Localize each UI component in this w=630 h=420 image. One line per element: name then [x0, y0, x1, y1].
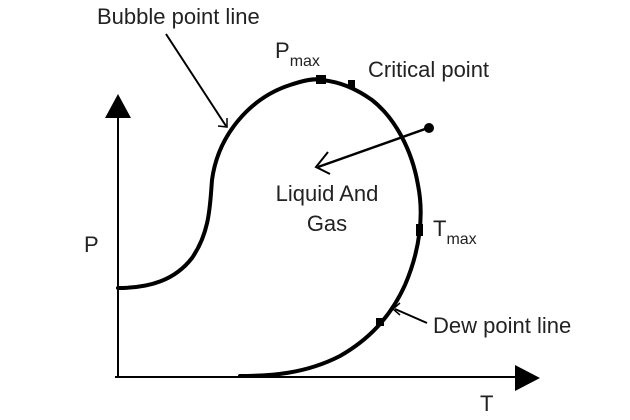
pmax-label: Pmax	[275, 38, 320, 70]
pmax-label-sub: max	[289, 53, 320, 70]
critical-point-marker	[348, 80, 355, 88]
two-phase-pointer-dot	[424, 123, 434, 133]
dew-point-curve	[238, 78, 423, 378]
dew-point-arrowhead-icon	[391, 302, 401, 316]
bubble-point-pointer	[165, 33, 227, 127]
liquid-and-gas-label: Liquid And Gas	[262, 183, 392, 235]
tmax-label-sub: max	[446, 231, 477, 248]
pmax-marker	[316, 75, 326, 84]
two-phase-arrowhead-icon	[314, 151, 331, 175]
temperature-axis-label: T	[480, 391, 494, 416]
tmax-marker	[416, 224, 423, 236]
bubble-point-line-label: Bubble point line	[97, 4, 260, 29]
pressure-axis-label: P	[84, 232, 99, 257]
bubble-point-curve	[116, 77, 324, 290]
tmax-label-main: T	[433, 216, 447, 241]
pmax-label-main: P	[275, 38, 290, 63]
pressure-axis-arrowhead	[105, 94, 131, 118]
liquid-and-gas-line2: Gas	[306, 211, 348, 236]
dew-marker	[376, 318, 384, 326]
dew-point-pointer	[394, 308, 428, 324]
two-phase-pointer	[317, 126, 429, 169]
critical-point-label: Critical point	[368, 57, 490, 82]
tmax-label: Tmax	[433, 216, 477, 248]
liquid-and-gas-line1: Liquid And	[275, 181, 379, 206]
temperature-axis-arrowhead	[515, 365, 540, 391]
bubble-point-arrowhead-icon	[217, 118, 228, 128]
dew-point-line-label: Dew point line	[433, 313, 572, 338]
